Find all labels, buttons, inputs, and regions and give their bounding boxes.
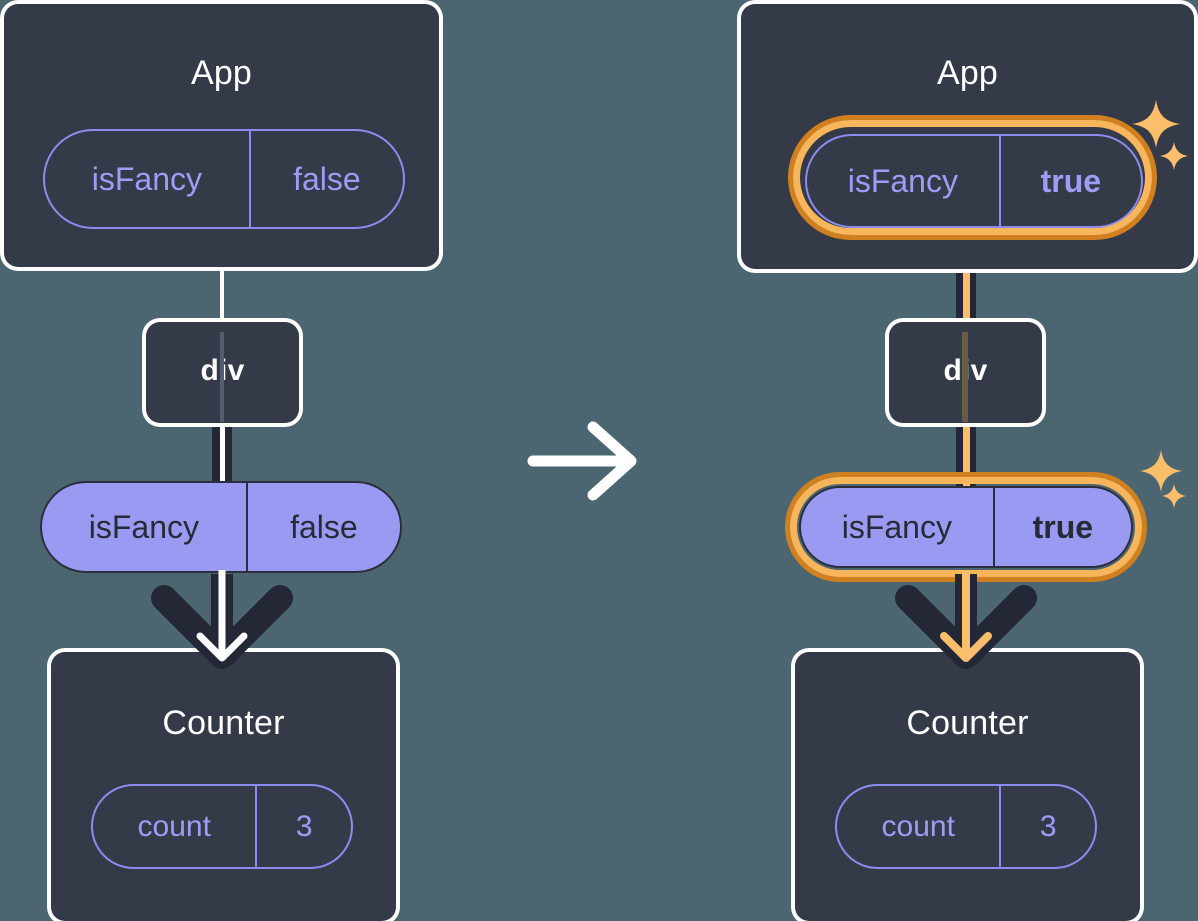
connector-through-div-before: [220, 332, 224, 422]
sparkle-app-small-icon: [1160, 142, 1188, 170]
highlight-ring-app-pill-after: [793, 120, 1152, 235]
props-flow-arrow-before: [151, 570, 293, 669]
counter-state-pill-value-before: 3: [255, 786, 351, 867]
app-state-pill-key-before: isFancy: [91, 160, 202, 197]
counter-state-pill-before: count 3: [91, 784, 353, 869]
app-box-title-after: App: [936, 54, 999, 92]
counter-state-pill-value-after: 3: [999, 786, 1095, 867]
app-box-title-before: App: [190, 54, 253, 92]
counter-state-pill-after: count 3: [835, 784, 1097, 869]
connector-app-to-div-before: [220, 266, 224, 324]
connector-div-to-props-core-after: [963, 420, 970, 486]
transition-right-arrow-icon: [527, 421, 637, 501]
sparkle-props-small-icon: [1162, 484, 1186, 508]
app-state-pill-before: isFancy false: [43, 129, 405, 229]
sparkle-props-large-icon: [1140, 450, 1182, 492]
props-pill-value-after: true: [992, 488, 1131, 566]
counter-box-title-before: Counter: [162, 704, 285, 742]
connector-through-div-after: [962, 332, 968, 422]
app-state-pill-value-before: false: [248, 131, 403, 227]
counter-state-pill-key-before: count: [137, 809, 211, 843]
counter-component-box-before: Counter count 3: [51, 652, 396, 921]
connector-div-to-props-core-before: [220, 420, 225, 486]
connector-app-to-div-core-after: [963, 248, 970, 328]
props-pill-key-before: isFancy: [88, 508, 199, 545]
props-pill-before: isFancy false: [40, 481, 402, 573]
counter-component-box-after: Counter count 3: [795, 652, 1140, 921]
counter-box-title-after: Counter: [906, 704, 1029, 742]
app-component-box-before: App isFancy false: [4, 4, 439, 267]
props-pill-value-before: false: [245, 483, 400, 571]
sparkle-app-large-icon: [1132, 100, 1180, 148]
props-flow-arrow-after: [895, 570, 1037, 669]
counter-state-pill-key-after: count: [881, 809, 955, 843]
props-pill-key-after: isFancy: [841, 508, 952, 545]
props-pill-after: isFancy true: [799, 486, 1133, 568]
